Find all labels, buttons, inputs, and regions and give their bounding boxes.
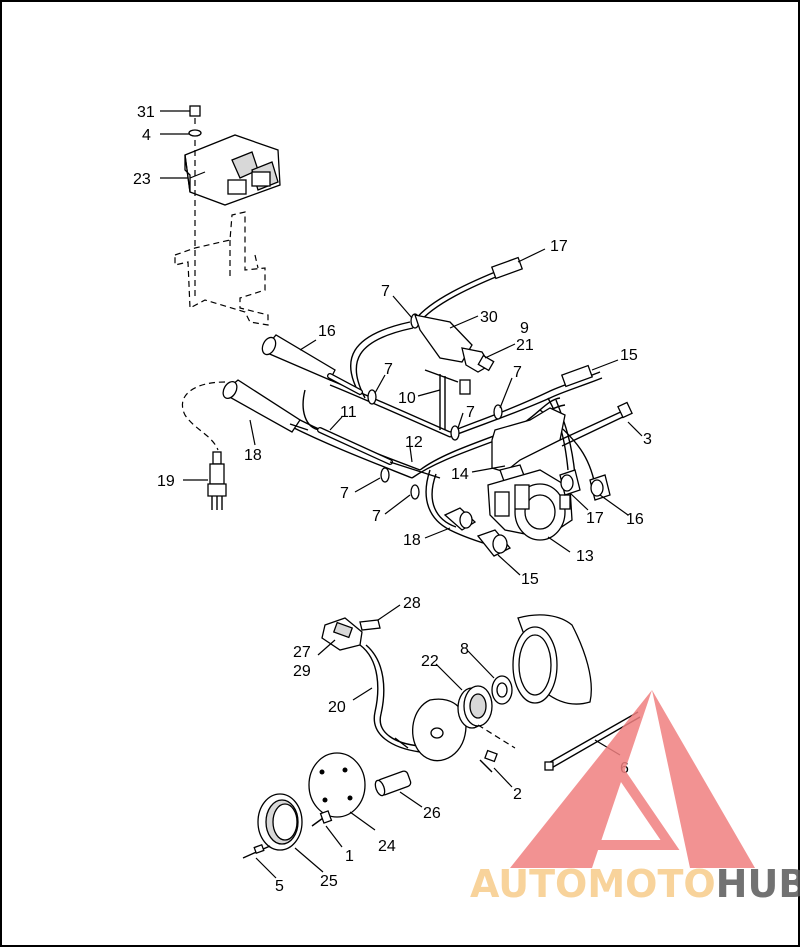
connector-27-29 bbox=[321, 617, 381, 651]
callout-30: 30 bbox=[480, 309, 498, 326]
automotohub-watermark-logo: AUTOMOTOHUB bbox=[470, 690, 800, 906]
callout-17-top: 17 bbox=[550, 238, 568, 255]
callout-21: 21 bbox=[516, 337, 534, 354]
callout-3: 3 bbox=[643, 431, 652, 448]
bolt-3 bbox=[559, 401, 633, 447]
callout-14: 14 bbox=[451, 466, 469, 483]
callout-7-top: 7 bbox=[381, 283, 390, 300]
callout-23: 23 bbox=[133, 171, 151, 188]
callout-2: 2 bbox=[513, 786, 522, 803]
callout-18-lower: 18 bbox=[403, 532, 421, 549]
boots-18-15-lower bbox=[443, 507, 512, 557]
watermark-triangle-right bbox=[652, 690, 755, 868]
callout-15-top: 15 bbox=[620, 347, 638, 364]
callout-27: 27 bbox=[293, 644, 311, 661]
callout-4: 4 bbox=[142, 127, 151, 144]
watermark-text-auto: AUTO bbox=[470, 862, 587, 906]
bolt-10 bbox=[424, 369, 471, 430]
nut-31 bbox=[189, 105, 201, 117]
callout-7-mid-left: 7 bbox=[384, 361, 393, 378]
callout-22: 22 bbox=[421, 653, 439, 670]
watermark-text-hub: HUB bbox=[716, 862, 800, 906]
screw-1 bbox=[311, 810, 333, 827]
ignition-module bbox=[184, 105, 281, 300]
callout-18-left: 18 bbox=[244, 447, 262, 464]
outer-cover-24 bbox=[308, 752, 366, 818]
gasket-25 bbox=[257, 793, 303, 851]
callout-17-right: 17 bbox=[586, 510, 604, 527]
svg-text:AUTOMOTOHUB: AUTOMOTOHUB bbox=[470, 862, 800, 906]
callout-25: 25 bbox=[320, 873, 338, 890]
watermark-triangle-inner bbox=[545, 751, 680, 850]
watermark-text-moto: MOTO bbox=[587, 862, 715, 906]
bracket-30-sensor-21 bbox=[414, 314, 495, 373]
spark-plug-19 bbox=[207, 451, 227, 510]
watermark-triangle-left bbox=[510, 690, 652, 868]
callout-5: 5 bbox=[275, 878, 284, 895]
callout-19: 19 bbox=[157, 473, 175, 490]
callout-7-center: 7 bbox=[466, 404, 475, 421]
boot-18-wire-11 bbox=[181, 379, 441, 479]
seal-8 bbox=[491, 675, 513, 705]
leader-lines bbox=[160, 110, 643, 879]
screw-2 bbox=[477, 724, 516, 773]
insert-26 bbox=[374, 770, 412, 797]
callout-15-lower: 15 bbox=[521, 571, 539, 588]
callout-13: 13 bbox=[576, 548, 594, 565]
callout-7-lower-b: 7 bbox=[372, 508, 381, 525]
callout-11: 11 bbox=[340, 404, 357, 421]
callout-12: 12 bbox=[405, 434, 423, 451]
boot-16-upper bbox=[261, 334, 363, 395]
callout-10: 10 bbox=[398, 390, 416, 407]
callout-29: 29 bbox=[293, 663, 311, 680]
boots-17-16-right bbox=[559, 469, 611, 501]
callout-28: 28 bbox=[403, 595, 421, 612]
callout-7-mid-right: 7 bbox=[513, 364, 522, 381]
module-bracket-dashed bbox=[174, 211, 269, 326]
callout-1: 1 bbox=[345, 848, 354, 865]
callout-31: 31 bbox=[137, 104, 155, 121]
callout-20: 20 bbox=[328, 699, 346, 716]
rotor-cup-22 bbox=[457, 685, 493, 729]
callout-26: 26 bbox=[423, 805, 441, 822]
washer-4 bbox=[188, 129, 202, 137]
callout-16-top: 16 bbox=[318, 323, 336, 340]
ignition-coil-13 bbox=[487, 469, 573, 541]
callout-9: 9 bbox=[520, 320, 529, 337]
pin-5 bbox=[242, 843, 271, 859]
callout-8: 8 bbox=[460, 641, 469, 658]
callout-16-right: 16 bbox=[626, 511, 644, 528]
cone-cover bbox=[512, 614, 592, 705]
callout-24: 24 bbox=[378, 838, 396, 855]
callout-7-lower-a: 7 bbox=[340, 485, 349, 502]
sensor-plate bbox=[412, 698, 467, 762]
